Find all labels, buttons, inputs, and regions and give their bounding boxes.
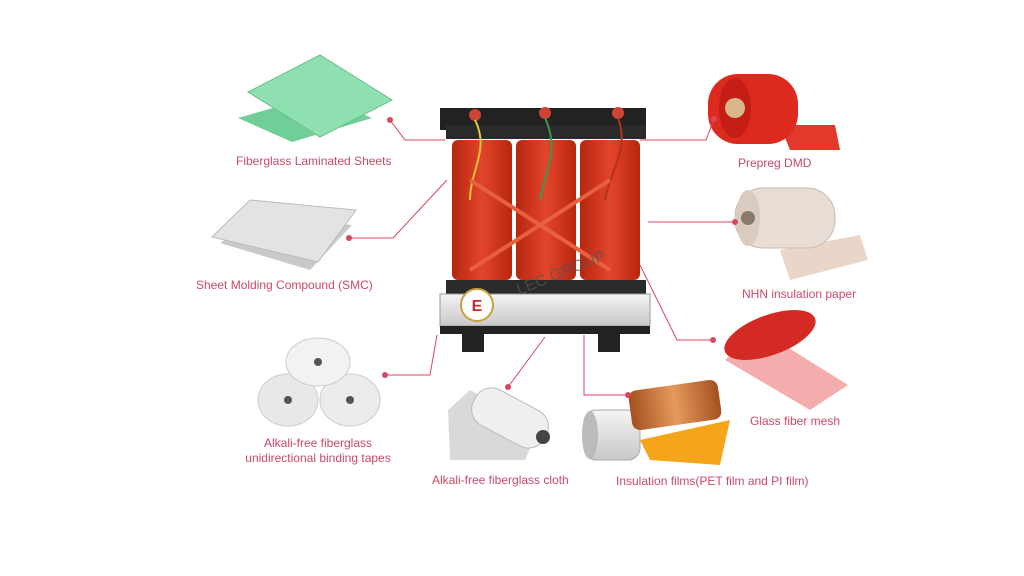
label-binding-tapes-line1: Alkali-free fiberglass: [263, 436, 373, 450]
label-insulation-films: Insulation films(PET film and PI film): [616, 474, 809, 488]
dry-type-transformer: E LEC GROUP: [439, 107, 651, 352]
glass-fiber-mesh-image: [724, 310, 848, 410]
label-fiberglass-laminated-sheets: Fiberglass Laminated Sheets: [236, 154, 392, 168]
label-prepreg-dmd: Prepreg DMD: [738, 156, 812, 170]
label-binding-tapes-line2: unidirectional binding tapes: [245, 451, 391, 465]
binding-tapes-image: [257, 337, 381, 427]
label-nhn-insulation-paper: NHN insulation paper: [742, 287, 857, 301]
prepreg-dmd-image: [708, 74, 840, 150]
label-binding-tapes: Alkali-free fiberglass unidirectional bi…: [228, 436, 408, 466]
nhn-insulation-paper-image: [734, 187, 868, 280]
fiberglass-cloth-image: [448, 387, 550, 460]
insulation-films-image: [582, 379, 730, 465]
connector-dots: [346, 116, 738, 398]
label-fiberglass-cloth: Alkali-free fiberglass cloth: [432, 473, 569, 487]
label-glass-fiber-mesh: Glass fiber mesh: [750, 414, 841, 428]
connector-lines: [349, 118, 735, 396]
fiberglass-laminated-sheets-image: [238, 54, 394, 142]
label-smc: Sheet Molding Compound (SMC): [196, 278, 373, 292]
svg-text:E: E: [472, 298, 483, 315]
smc-sheets-image: [210, 199, 357, 270]
